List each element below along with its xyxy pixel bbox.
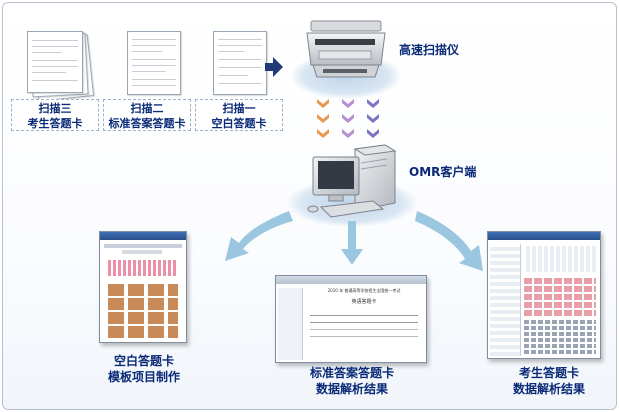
arrow-curve-right-icon <box>415 211 483 271</box>
answer-key-title: 2010 年 普通高等学校招生全国统一考试 <box>327 288 401 293</box>
label-exam-line2: 数据解析结果 <box>512 382 585 396</box>
label-scan-3: 扫描三 考生答题卡 <box>11 99 99 131</box>
label-answer-key-line2: 数据解析结果 <box>315 382 388 396</box>
screenshot-exam-results-window <box>487 231 601 359</box>
label-answer-key-result: 标准答案答题卡 数据解析结果 <box>289 365 415 397</box>
answer-key-subtitle: 英语答题卡 <box>351 299 377 305</box>
computer-icon <box>307 144 397 218</box>
screenshot-answer-key-window: 2010 年 普通高等学校招生全国统一考试 英语答题卡 <box>275 275 427 363</box>
template-bubble-grid <box>108 282 178 338</box>
label-template-line1: 空白答题卡 <box>113 354 174 368</box>
label-scan-1: 扫描一 空白答题卡 <box>195 99 283 131</box>
label-scan-2: 扫描二 标准答案答题卡 <box>103 99 191 131</box>
screenshot-template-window <box>99 231 187 343</box>
label-scan-2-line1: 扫描二 <box>130 102 164 115</box>
results-marked-grid <box>524 276 596 316</box>
label-template-result: 空白答题卡 模板项目制作 <box>91 353 197 385</box>
label-scan-1-line2: 空白答题卡 <box>211 117 267 130</box>
label-scan-2-line2: 标准答案答题卡 <box>108 117 186 130</box>
client-label: OMR客户端 <box>409 165 477 179</box>
arrow-right-icon <box>265 57 283 77</box>
label-exam-line1: 考生答题卡 <box>518 366 579 380</box>
scanner-icon <box>306 20 386 78</box>
arrow-curve-left-icon <box>225 211 293 261</box>
label-scan-3-line1: 扫描三 <box>38 102 72 115</box>
arrow-down-icon <box>341 221 363 265</box>
scanner-label: 高速扫描仪 <box>399 43 460 57</box>
label-scan-3-line2: 考生答题卡 <box>27 117 83 130</box>
label-scan-1-line1: 扫描一 <box>222 102 256 115</box>
label-exam-result: 考生答题卡 数据解析结果 <box>493 365 605 397</box>
label-answer-key-line1: 标准答案答题卡 <box>309 366 394 380</box>
label-template-line2: 模板项目制作 <box>107 370 180 384</box>
